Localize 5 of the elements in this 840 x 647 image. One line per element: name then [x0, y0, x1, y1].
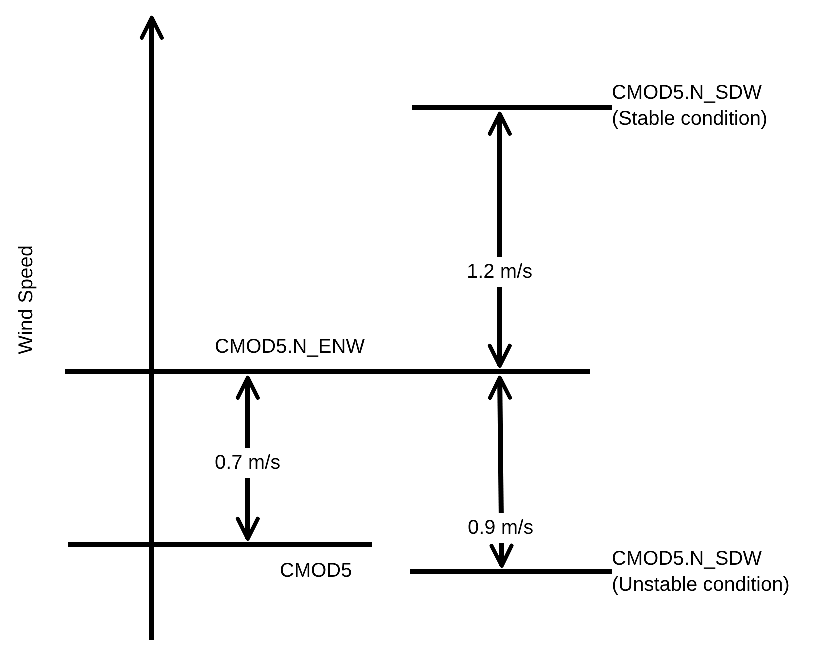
level-label: CMOD5.N_SDW (Unstable condition) — [612, 547, 790, 598]
axis-label: Wind Speed — [14, 246, 38, 354]
level-label: CMOD5.N_ENW — [215, 335, 366, 360]
level-label: CMOD5 — [280, 559, 352, 584]
level-label: CMOD5.N_SDW (Stable condition) — [612, 81, 768, 132]
